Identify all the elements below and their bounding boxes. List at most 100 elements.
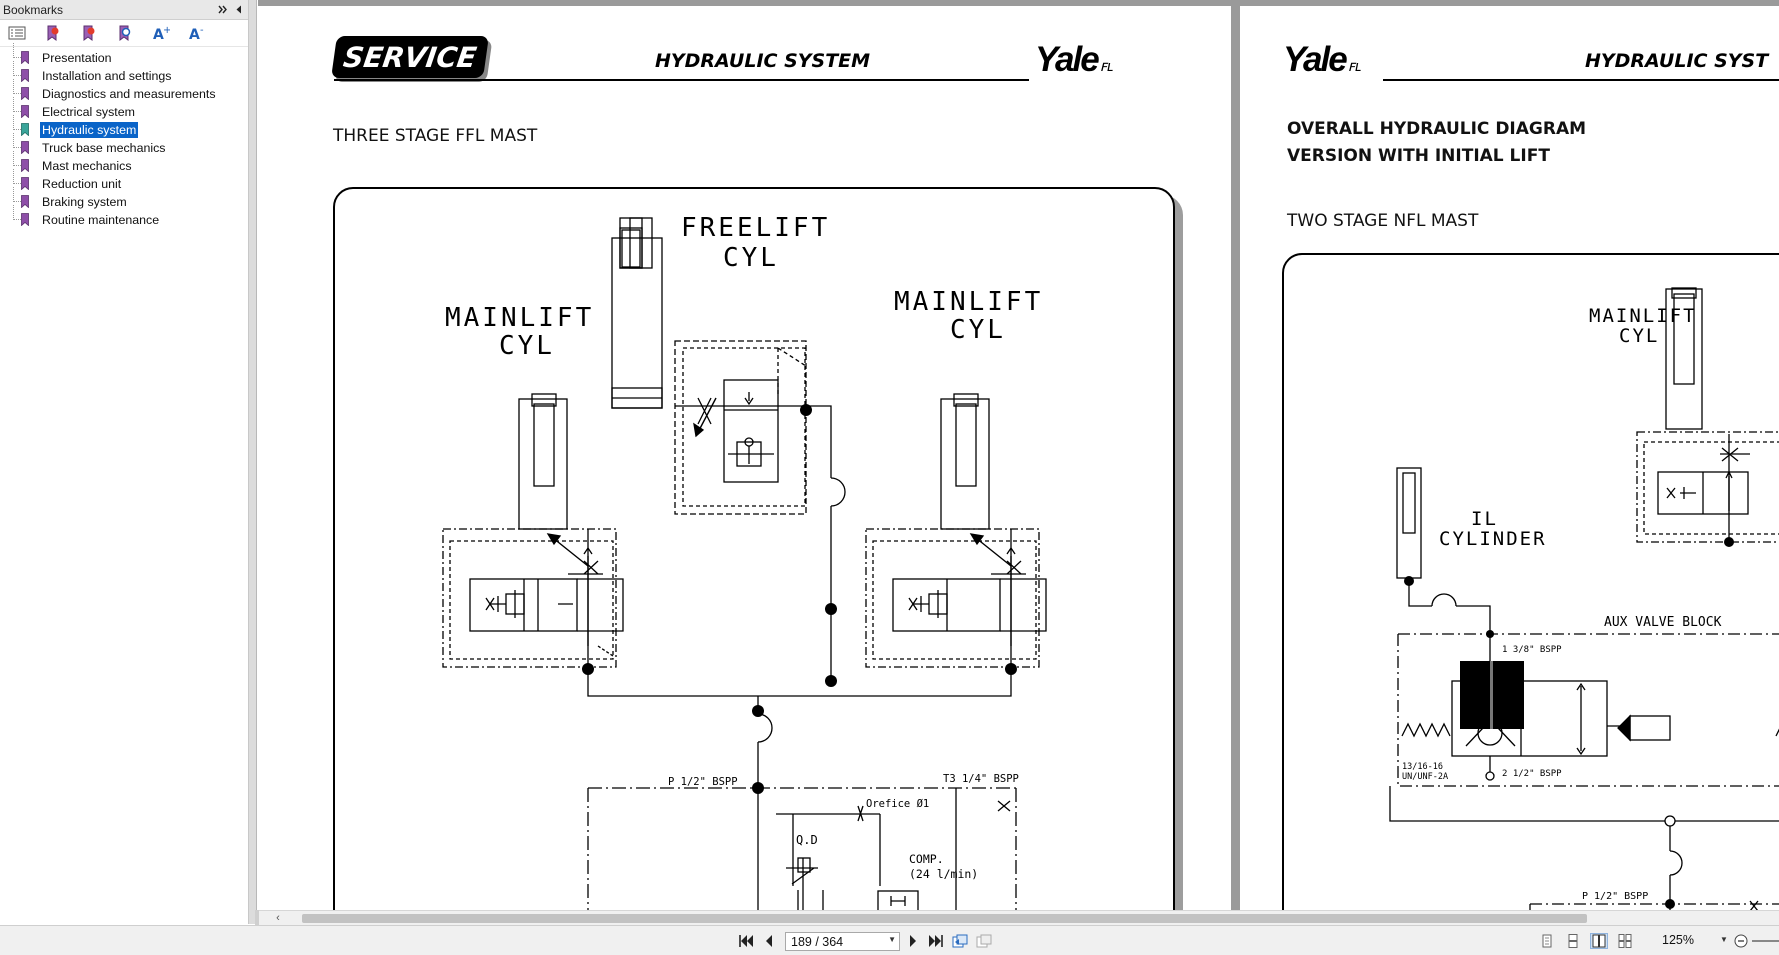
- svg-text:+: +: [163, 25, 170, 36]
- svg-text:A: A: [153, 27, 164, 41]
- horizontal-scrollbar[interactable]: ‹: [258, 910, 1779, 925]
- bookmark-label: Electrical system: [42, 105, 135, 119]
- tree-connector: [13, 133, 21, 148]
- freelift-cyl-label: CYL: [723, 243, 779, 273]
- bookmark-label: Hydraulic system: [40, 122, 139, 138]
- zoom-level[interactable]: 125%: [1662, 933, 1694, 947]
- mainlift-label-right: MAINLIFT: [1589, 305, 1697, 327]
- bookmark-item[interactable]: Reduction unit: [0, 169, 248, 193]
- bookmark-label: Presentation: [42, 51, 112, 65]
- zoom-out-icon[interactable]: [1732, 933, 1750, 949]
- sidebar-scroll-corner: [255, 910, 259, 925]
- continuous-page-view-icon[interactable]: [1564, 933, 1582, 949]
- bookmark-item[interactable]: Installation and settings: [0, 61, 248, 85]
- bookmark-icon: [21, 141, 29, 154]
- previous-page-icon[interactable]: [760, 933, 778, 949]
- tree-connector: [13, 79, 21, 94]
- next-page-icon[interactable]: [904, 933, 922, 949]
- bookmark-label: Routine maintenance: [42, 213, 160, 227]
- bookmark-label: Mast mechanics: [42, 159, 132, 173]
- bookmark-label: Truck base mechanics: [42, 141, 166, 155]
- add-bookmark-icon[interactable]: [78, 23, 100, 43]
- zoom-slider[interactable]: [1752, 940, 1779, 942]
- diagram-title-line-1: OVERALL HYDRAULIC DIAGRAM: [1287, 119, 1587, 139]
- qd-label: Q.D: [796, 833, 818, 847]
- bookmark-item[interactable]: Truck base mechanics: [0, 133, 248, 157]
- bookmark-options-icon[interactable]: [6, 23, 28, 43]
- hydraulic-diagram-frame-right: [1282, 253, 1779, 910]
- bookmark-icon: [21, 159, 29, 172]
- bookmarks-toolbar: A+ A-: [0, 20, 248, 47]
- tree-connector: [13, 115, 21, 130]
- bookmark-label: Diagnostics and measurements: [42, 87, 216, 101]
- bookmark-item[interactable]: Braking system: [0, 187, 248, 211]
- page-number-input[interactable]: 189 / 364 ▼: [785, 932, 900, 951]
- hydraulic-diagram-initial-lift: MAINLIFT CYL IL CYLINDER AUX VALVE BLOCK…: [1389, 287, 1779, 910]
- facing-pages-view-icon[interactable]: [1590, 933, 1608, 949]
- bookmarks-panel-header: Bookmarks: [0, 0, 248, 20]
- bookmark-icon: [21, 51, 29, 64]
- bookmark-icon: [21, 123, 29, 136]
- tank-port-label: T3 1/4" BSPP: [943, 773, 1019, 785]
- thread-spec-label: UN/UNF-2A: [1402, 772, 1448, 782]
- bookmark-item[interactable]: Diagnostics and measurements: [0, 79, 248, 103]
- text-larger-icon[interactable]: A+: [150, 23, 172, 43]
- page-number-value: 189 / 364: [791, 934, 844, 949]
- horizontal-scroll-thumb[interactable]: [302, 914, 1587, 923]
- pressure-port-label: P 1/2" BSPP: [668, 776, 738, 788]
- last-page-icon[interactable]: [927, 933, 945, 949]
- tree-connector: [13, 205, 21, 220]
- panel-menu-icon[interactable]: [216, 3, 230, 17]
- single-page-view-icon[interactable]: [1538, 933, 1556, 949]
- mainlift-right-label: MAINLIFT: [894, 287, 1043, 317]
- hydraulic-diagram-three-stage: FREELIFT CYL MAINLIFT CYL MAINLIFT CYL P…: [442, 213, 1047, 910]
- thread-label: 13/16-16: [1402, 762, 1443, 772]
- aux-valve-block-label: AUX VALVE BLOCK: [1604, 615, 1722, 630]
- port-1-label: 1 3/8" BSPP: [1502, 645, 1562, 655]
- bookmark-item[interactable]: Electrical system: [0, 97, 248, 121]
- comp-label: COMP.: [909, 852, 944, 866]
- expand-bookmark-icon[interactable]: [42, 23, 64, 43]
- tree-connector: [13, 97, 21, 112]
- text-smaller-icon[interactable]: A-: [186, 23, 208, 43]
- first-page-icon[interactable]: [737, 933, 755, 949]
- il-label: IL: [1471, 508, 1498, 530]
- mainlift-cyl-label-right: CYL: [1619, 325, 1659, 347]
- orifice-label: Orefice Ø1: [866, 798, 929, 810]
- tree-connector: [13, 151, 21, 166]
- continuous-facing-view-icon[interactable]: [1616, 933, 1634, 949]
- mainlift-right-cyl-label: CYL: [950, 315, 1006, 345]
- section-subtitle-right: TWO STAGE NFL MAST: [1287, 211, 1479, 231]
- tree-connector: [13, 61, 21, 76]
- bookmark-label: Braking system: [42, 195, 127, 209]
- comp-flow-label: (24 l/min): [909, 867, 978, 881]
- find-bookmark-icon[interactable]: [114, 23, 136, 43]
- bookmark-item[interactable]: Presentation: [0, 43, 248, 67]
- go-forward-view-icon[interactable]: [975, 933, 993, 949]
- go-back-view-icon[interactable]: [951, 933, 969, 949]
- il-cylinder-label: CYLINDER: [1439, 528, 1547, 550]
- bookmark-icon: [21, 87, 29, 100]
- bookmark-icon: [21, 69, 29, 82]
- page-split-handle[interactable]: [1460, 661, 1524, 729]
- zoom-dropdown-icon[interactable]: ▼: [1720, 935, 1728, 944]
- bookmark-icon: [21, 105, 29, 118]
- tree-connector: [13, 43, 21, 58]
- bookmark-label: Installation and settings: [42, 69, 172, 83]
- collapse-panel-icon[interactable]: [232, 3, 246, 17]
- bookmark-item[interactable]: Hydraulic system: [0, 115, 248, 139]
- bookmarks-panel-title: Bookmarks: [3, 2, 64, 17]
- header-rule-right: [1383, 79, 1779, 81]
- bookmark-item[interactable]: Mast mechanics: [0, 151, 248, 175]
- page-dropdown-icon[interactable]: ▼: [888, 935, 896, 944]
- scroll-left-arrow-icon[interactable]: ‹: [276, 912, 280, 924]
- panel-splitter[interactable]: [249, 0, 257, 924]
- bookmark-icon: [21, 177, 29, 190]
- bookmark-item[interactable]: Routine maintenance: [0, 205, 248, 229]
- tree-connector: [13, 187, 21, 202]
- header-title-right: HYDRAULIC SYST: [1585, 50, 1769, 72]
